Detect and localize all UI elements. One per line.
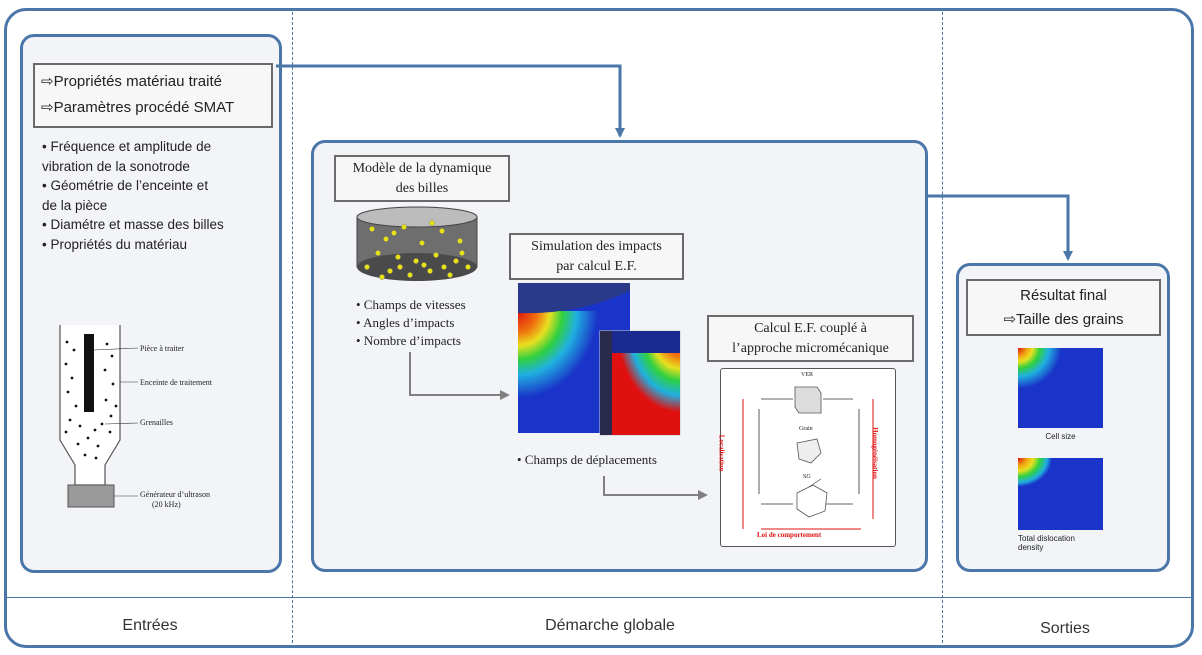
result-box-line-2: ⇨Taille des grains — [1003, 311, 1124, 328]
inputs-header-box: ⇨Propriétés matériau traité ⇨Paramètres … — [33, 63, 273, 128]
inputs-bullet: • Propriétés du matériau — [42, 236, 188, 252]
model-box-line-1: Modèle de la dynamique — [352, 161, 492, 176]
inputs-bullet: • Géométrie de l’enceinte et — [42, 178, 209, 193]
model-bullet: • Angles d’impacts — [356, 315, 455, 330]
model-bullet: • Nombre d’impacts — [356, 333, 461, 348]
cell-size-label: Cell size — [1045, 432, 1076, 441]
micro-label-bottom: SG — [803, 474, 811, 480]
arrow-sim-to-calc — [603, 476, 708, 500]
fe-simulation-image — [518, 283, 681, 436]
simulation-box-line-1: Simulation des impacts — [531, 239, 662, 254]
arrow-inputs-to-process — [276, 64, 625, 138]
result-box: Résultat final ⇨Taille des grains — [966, 279, 1161, 336]
ball-container-image — [356, 206, 478, 281]
divider-left — [292, 12, 293, 648]
inputs-bullet: • Fréquence et amplitude de — [42, 139, 212, 154]
divider-right — [942, 12, 943, 648]
footer-divider — [6, 597, 1192, 598]
label-generateur: Générateur d’ultrason — [140, 490, 210, 499]
dislocation-label-line-1: Total dislocation — [1018, 534, 1075, 543]
inputs-header-line-2: ⇨Paramètres procédé SMAT — [41, 99, 235, 116]
micro-label-mid: Grain — [799, 426, 813, 432]
label-enceinte: Enceinte de traitement — [140, 378, 212, 387]
coupled-calc-box-line-2: l’approche micromécanique — [732, 341, 889, 356]
model-box: Modèle de la dynamique des billes — [334, 155, 510, 202]
inputs-bullet: de la pièce — [42, 197, 108, 213]
micro-label-homogeneisation: Homogénéisation — [870, 427, 879, 479]
footer-inputs: Entrées — [122, 617, 178, 634]
result-box-line-1: Résultat final — [1020, 287, 1107, 304]
coupled-calc-box-line-1: Calcul E.F. couplé à — [754, 321, 867, 336]
inputs-bullet: • Diamétre et masse des billes — [42, 217, 224, 232]
model-bullet-list: • Champs de vitesses • Angles d’impacts … — [356, 296, 466, 350]
footer-middle: Démarche globale — [545, 617, 675, 634]
simulation-box: Simulation des impacts par calcul E.F. — [509, 233, 684, 280]
dislocation-density-map — [1018, 458, 1103, 530]
micromechanics-scheme: VER Grain SG Loi de comportement Localis… — [717, 368, 896, 547]
footer-outputs: Sorties — [1040, 620, 1090, 637]
model-box-line-2: des billes — [395, 181, 449, 196]
micro-label-localisation: Localisation — [717, 434, 726, 472]
coupled-calc-box: Calcul E.F. couplé à l’approche microméc… — [707, 315, 914, 362]
label-frequence: (20 kHz) — [152, 500, 181, 509]
micro-label-top: VER — [801, 372, 813, 378]
arrow-process-to-outputs — [928, 194, 1073, 261]
model-bullet: • Champs de vitesses — [356, 297, 466, 312]
arrow-model-to-sim — [409, 352, 510, 400]
micromechanics-diagram — [742, 386, 874, 530]
cell-size-map — [1018, 348, 1103, 428]
simulation-box-line-2: par calcul E.F. — [556, 259, 637, 274]
label-piece: Pièce à traiter — [140, 344, 184, 353]
inputs-bullet-list: • Fréquence et amplitude de vibration de… — [42, 137, 224, 254]
inputs-bullet: vibration de la sonotrode — [42, 158, 190, 174]
label-grenailles: Grenailles — [140, 418, 173, 427]
inputs-header-line-1: ⇨Propriétés matériau traité — [41, 73, 222, 90]
micro-label-loi: Loi de comportement — [757, 531, 822, 539]
dislocation-label-line-2: density — [1018, 543, 1044, 552]
outer-frame — [4, 8, 1194, 648]
simulation-bullet: • Champs de déplacements — [517, 452, 657, 467]
smat-device-illustration — [59, 325, 139, 508]
dislocation-density-label: Total dislocation density — [1018, 534, 1103, 552]
